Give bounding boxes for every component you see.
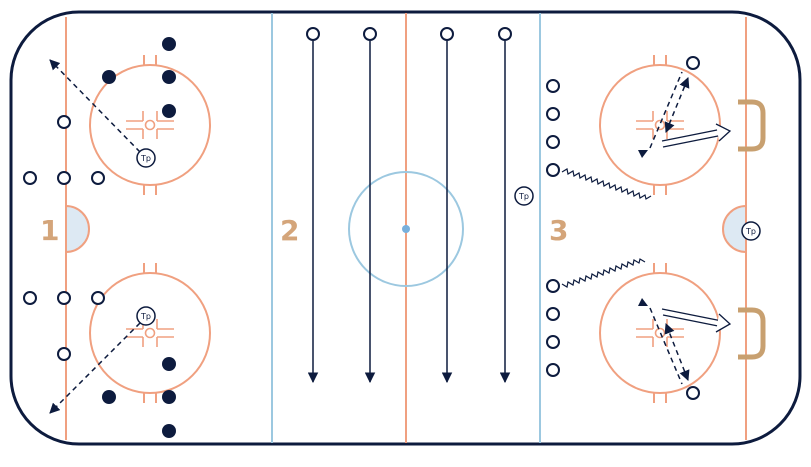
player-open bbox=[57, 347, 71, 361]
svg-text:Tp: Tp bbox=[140, 154, 151, 163]
player-open bbox=[546, 163, 560, 177]
player-filled bbox=[102, 390, 116, 404]
player-open bbox=[686, 386, 700, 400]
player-open bbox=[546, 335, 560, 349]
player-filled bbox=[162, 70, 176, 84]
player-filled bbox=[162, 357, 176, 371]
player-open bbox=[57, 115, 71, 129]
player-open bbox=[306, 27, 320, 41]
player-open bbox=[57, 171, 71, 185]
player-open bbox=[440, 27, 454, 41]
zone-number-1: 1 bbox=[40, 214, 59, 247]
skate-with-puck-path bbox=[561, 168, 652, 200]
faceoff-circle bbox=[89, 55, 211, 195]
left-goal-crease bbox=[65, 204, 90, 254]
zone-number-2: 2 bbox=[280, 214, 299, 247]
player-open bbox=[546, 79, 560, 93]
shot-arrow bbox=[661, 123, 732, 148]
player-filled bbox=[162, 37, 176, 51]
center-circle bbox=[348, 171, 464, 287]
skate-with-puck-arrowhead bbox=[638, 298, 648, 306]
skate-with-puck-arrowhead bbox=[638, 150, 648, 158]
player-open bbox=[546, 279, 560, 293]
goal-net-top bbox=[738, 99, 766, 152]
pass-arrow bbox=[664, 323, 690, 381]
player-filled bbox=[162, 104, 176, 118]
shot-arrow bbox=[661, 308, 732, 333]
pass-arrow bbox=[649, 71, 683, 149]
pass-arrow bbox=[664, 77, 690, 133]
faceoff-circle bbox=[599, 55, 721, 195]
player-open bbox=[686, 56, 700, 70]
player-open bbox=[91, 171, 105, 185]
right-goal-crease bbox=[722, 204, 747, 254]
svg-text:Tp: Tp bbox=[745, 227, 756, 236]
player-filled bbox=[162, 390, 176, 404]
player-open bbox=[546, 107, 560, 121]
zone-2-skating-lanes bbox=[306, 27, 512, 384]
coach-marker: Tp bbox=[136, 148, 156, 168]
player-open bbox=[57, 291, 71, 305]
player-filled bbox=[102, 70, 116, 84]
player-open bbox=[498, 27, 512, 41]
svg-text:Tp: Tp bbox=[518, 192, 529, 201]
goal-net-bottom bbox=[738, 307, 766, 360]
player-open bbox=[546, 363, 560, 377]
pass-arrow bbox=[49, 322, 141, 414]
player-open bbox=[546, 307, 560, 321]
coach-marker: Tp bbox=[514, 186, 534, 206]
zone-number-3: 3 bbox=[549, 214, 568, 247]
player-filled bbox=[162, 424, 176, 438]
coach-marker: Tp bbox=[741, 221, 761, 241]
player-open bbox=[546, 135, 560, 149]
player-open bbox=[23, 171, 37, 185]
center-faceoff-dot bbox=[402, 225, 410, 233]
zone-1-players bbox=[23, 37, 176, 438]
pass-arrow bbox=[649, 307, 683, 385]
player-open bbox=[91, 291, 105, 305]
svg-text:Tp: Tp bbox=[140, 312, 151, 321]
player-open bbox=[363, 27, 377, 41]
player-open bbox=[23, 291, 37, 305]
skate-with-puck-path bbox=[561, 258, 646, 288]
zone-3-players bbox=[546, 56, 732, 400]
coach-marker: Tp bbox=[136, 306, 156, 326]
pass-arrow bbox=[49, 59, 141, 153]
